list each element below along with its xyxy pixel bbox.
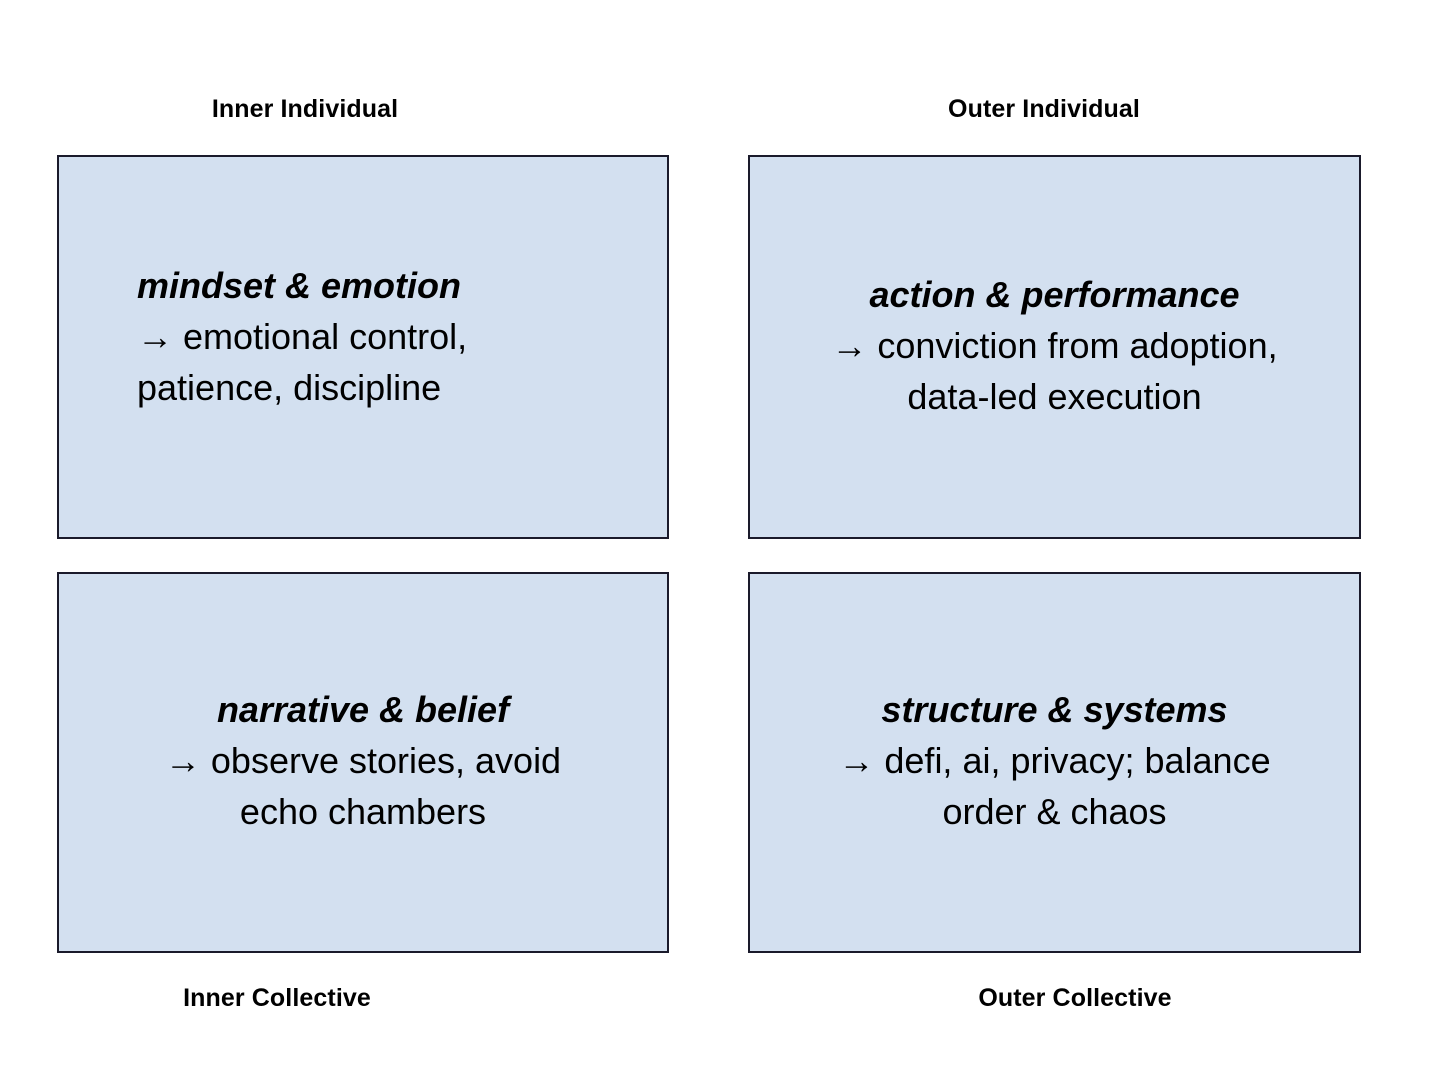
quadrant-description-line-1: → conviction from adoption, — [831, 324, 1278, 366]
quadrant-lower-left-inner-collective[interactable]: narrative & belief → observe stories, av… — [57, 572, 669, 953]
quadrant-text-block: action & performance → conviction from a… — [750, 269, 1359, 422]
quadrant-description-line-1: → defi, ai, privacy; balance — [838, 740, 1271, 781]
quadrant-description-line-2: patience, discipline — [137, 366, 442, 408]
quadrant-text-block: mindset & emotion → emotional control, p… — [59, 260, 667, 413]
quadrant-description-line-2: echo chambers — [239, 791, 487, 832]
quadrant-upper-left-inner-individual[interactable]: mindset & emotion → emotional control, p… — [57, 155, 669, 539]
axis-label-outer-collective: Outer Collective — [978, 984, 1172, 1012]
quadrant-title: narrative & belief — [216, 689, 510, 730]
quadrant-description-line-1: → emotional control, — [137, 315, 468, 357]
quadrant-lower-right-outer-collective[interactable]: structure & systems → defi, ai, privacy;… — [748, 572, 1361, 953]
axis-label-inner-collective: Inner Collective — [183, 984, 371, 1012]
axis-label-outer-individual: Outer Individual — [948, 95, 1140, 123]
axis-label-inner-individual: Inner Individual — [211, 95, 399, 123]
quadrant-text-block: structure & systems → defi, ai, privacy;… — [750, 684, 1359, 837]
quadrant-title: structure & systems — [881, 689, 1228, 730]
quadrant-title: action & performance — [869, 273, 1240, 315]
quadrant-upper-right-outer-individual[interactable]: action & performance → conviction from a… — [748, 155, 1361, 539]
quadrant-description-line-1: → observe stories, avoid — [164, 740, 562, 781]
quadrant-description-line-2: data-led execution — [907, 375, 1202, 417]
quadrant-description-line-2: order & chaos — [942, 791, 1167, 832]
quadrant-title: mindset & emotion — [137, 264, 462, 306]
quadrant-text-block: narrative & belief → observe stories, av… — [59, 684, 667, 837]
